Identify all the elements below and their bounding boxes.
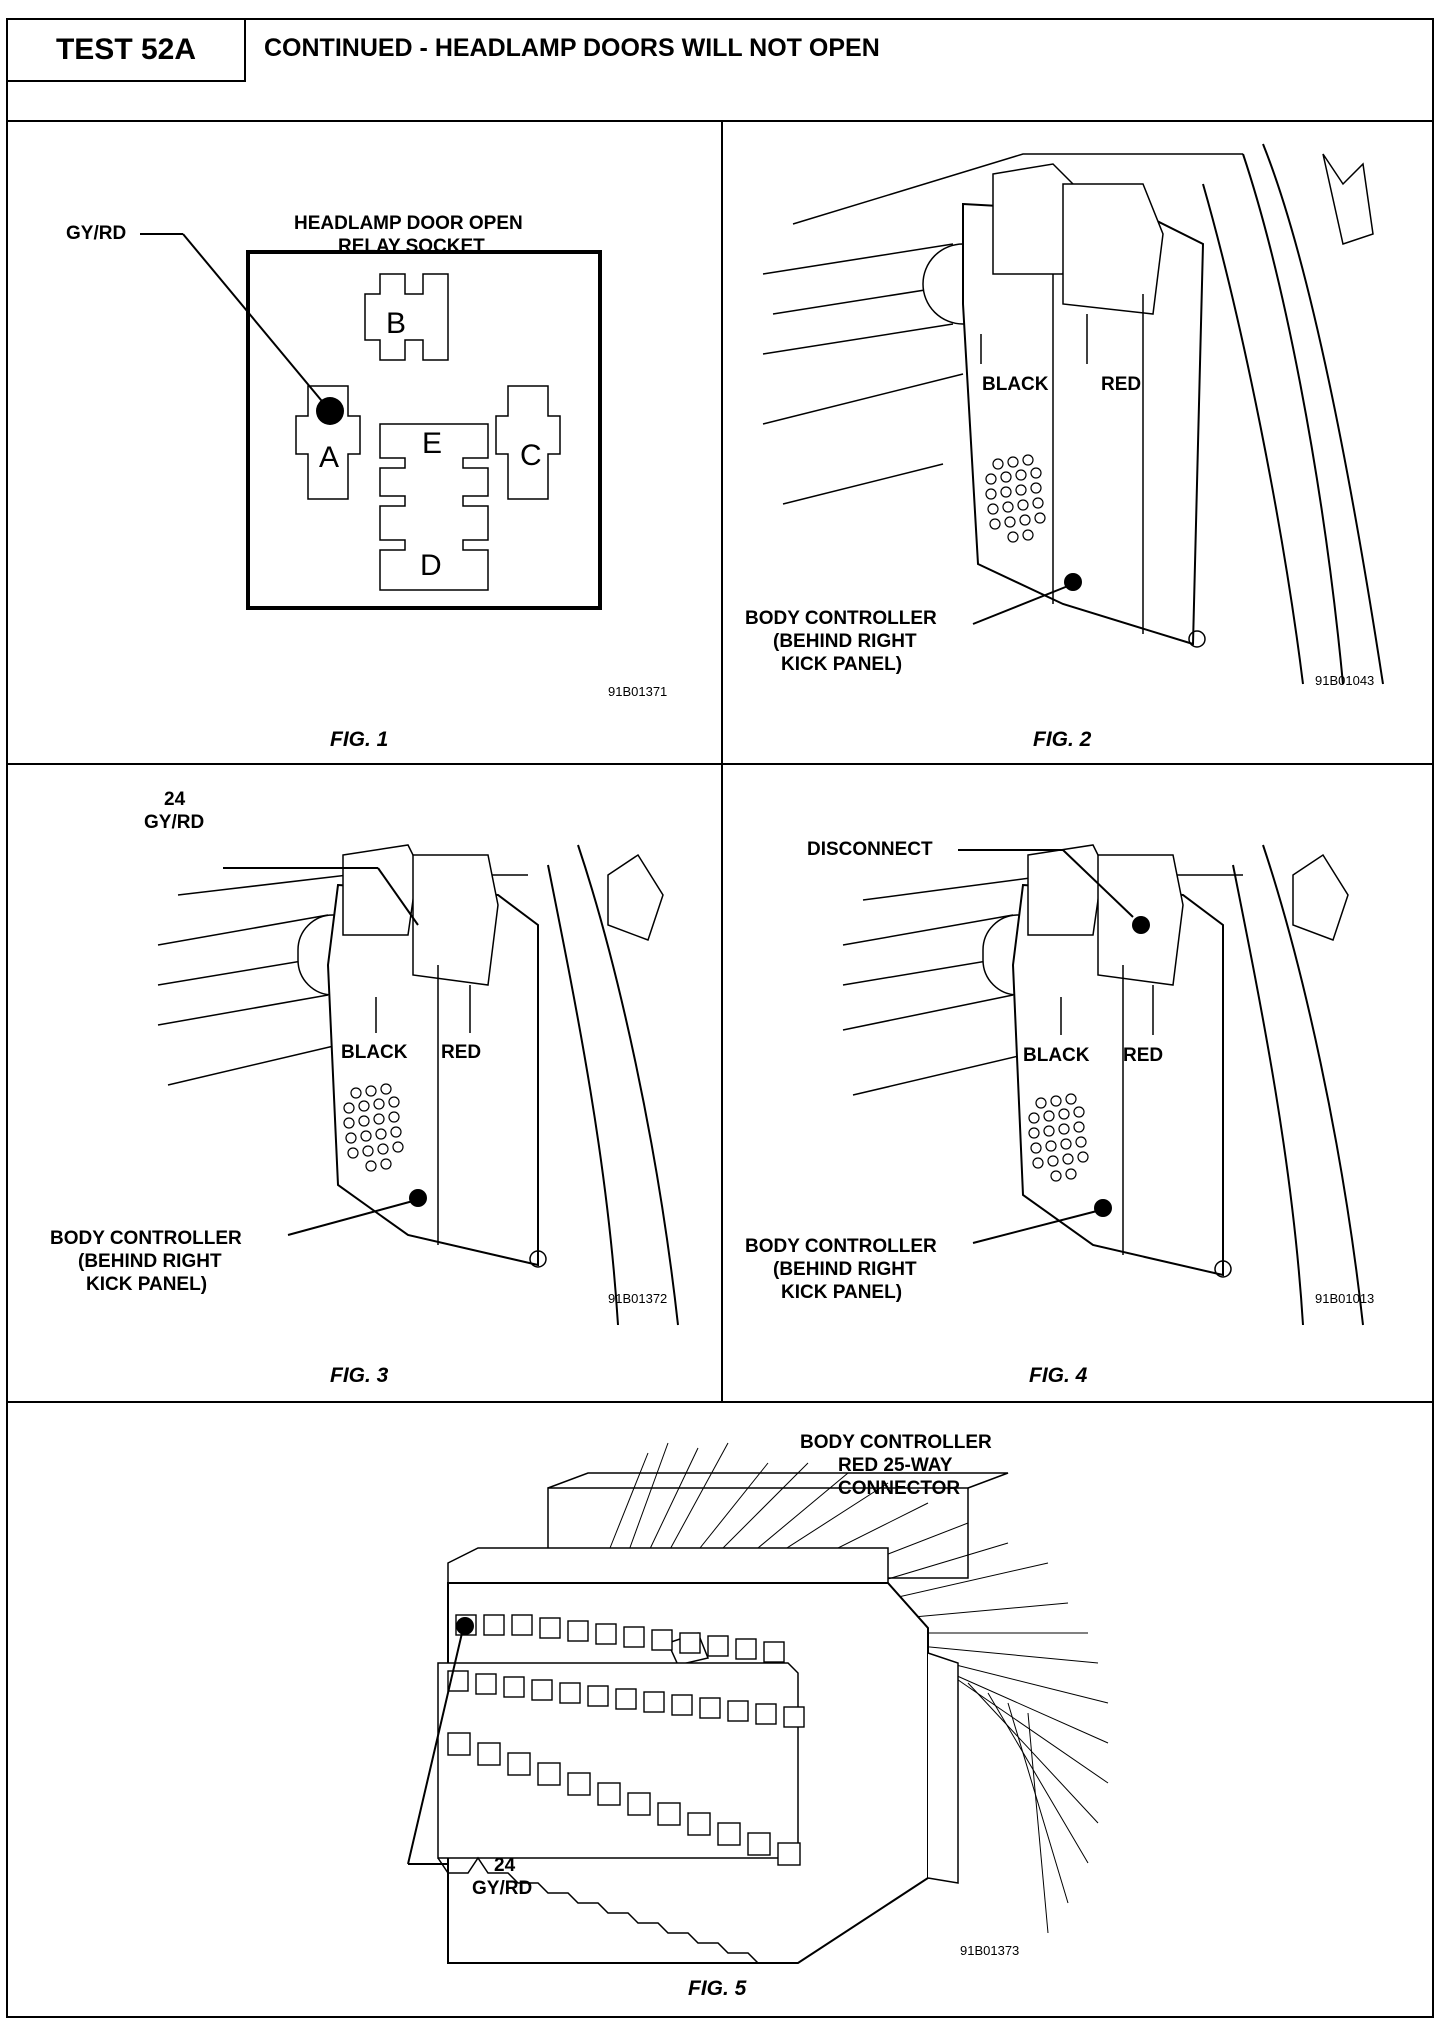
red-connector-label: RED: [1123, 1045, 1164, 1066]
connector-title-line1: BODY CONTROLLER: [800, 1432, 992, 1453]
fig3-caption: FIG. 3: [330, 1364, 389, 1387]
body-controller-line3: KICK PANEL): [86, 1274, 208, 1295]
fig5-code: 91B01373: [960, 1943, 1020, 1958]
fig3-panel: 24 GY/RD BLACK RED BODY CONTROLLER (BEHI…: [8, 765, 721, 1401]
red-connector-label: RED: [1101, 374, 1142, 395]
terminal-a-label: A: [319, 441, 340, 474]
vertical-divider-top: [721, 122, 723, 1402]
relay-socket-drawing: [140, 233, 602, 610]
fig4-code: 91B01013: [1315, 1291, 1375, 1306]
black-connector-label: BLACK: [1023, 1045, 1090, 1066]
body-controller-drawing: [762, 143, 1384, 685]
connector-title-line2: RED 25-WAY: [838, 1455, 953, 1476]
body-controller-drawing: [842, 844, 1364, 1326]
fig5-panel: BODY CONTROLLER RED 25-WAY CONNECTOR 24 …: [8, 1403, 1436, 2018]
gy-rd-label: GY/RD: [66, 223, 127, 244]
page-title: CONTINUED - HEADLAMP DOORS WILL NOT OPEN: [264, 34, 880, 62]
pin-24-label: 24: [494, 1855, 516, 1876]
body-controller-line1: BODY CONTROLLER: [745, 1236, 937, 1257]
socket-title-line2: RELAY SOCKET: [338, 236, 485, 257]
terminal-e-label: E: [422, 427, 443, 460]
fig2-panel: BLACK RED BODY CONTROLLER (BEHIND RIGHT …: [723, 124, 1436, 763]
test-id-box: TEST 52A: [8, 20, 246, 82]
body-controller-line2: (BEHIND RIGHT: [773, 631, 917, 652]
fig2-caption: FIG. 2: [1033, 728, 1092, 751]
horizontal-divider-2: [8, 1401, 1432, 1403]
body-controller-drawing: [157, 844, 679, 1326]
body-controller-line3: KICK PANEL): [781, 1282, 903, 1303]
gy-rd-label: GY/RD: [144, 812, 205, 833]
body-controller-line2: (BEHIND RIGHT: [773, 1259, 917, 1280]
disconnect-label: DISCONNECT: [807, 839, 933, 860]
terminal-c-label: C: [520, 439, 542, 472]
pin-24-label: 24: [164, 789, 186, 810]
fig5-caption: FIG. 5: [688, 1977, 747, 2000]
fig4-caption: FIG. 4: [1029, 1364, 1088, 1387]
horizontal-divider-1: [8, 763, 1432, 765]
gy-rd-label: GY/RD: [472, 1878, 533, 1899]
socket-title-line1: HEADLAMP DOOR OPEN: [294, 213, 523, 234]
body-controller-line3: KICK PANEL): [781, 654, 903, 675]
body-controller-line2: (BEHIND RIGHT: [78, 1251, 222, 1272]
body-controller-line1: BODY CONTROLLER: [745, 608, 937, 629]
fig1-caption: FIG. 1: [330, 728, 389, 751]
fig1-code: 91B01371: [608, 684, 668, 699]
page-header: TEST 52A CONTINUED - HEADLAMP DOORS WILL…: [8, 20, 1432, 122]
terminal-b-label: B: [386, 307, 407, 340]
diagram-sheet: TEST 52A CONTINUED - HEADLAMP DOORS WILL…: [6, 18, 1434, 2018]
red-connector-label: RED: [441, 1042, 482, 1063]
fig3-code: 91B01372: [608, 1291, 668, 1306]
fig1-panel: HEADLAMP DOOR OPEN RELAY SOCKET GY/RD A …: [8, 124, 721, 763]
black-connector-label: BLACK: [341, 1042, 408, 1063]
body-controller-line1: BODY CONTROLLER: [50, 1228, 242, 1249]
black-connector-label: BLACK: [982, 374, 1049, 395]
terminal-d-label: D: [420, 549, 442, 582]
red-25-way-connector-drawing: [407, 1442, 1109, 1964]
fig2-code: 91B01043: [1315, 673, 1375, 688]
connector-title-line3: CONNECTOR: [838, 1478, 961, 1499]
fig4-panel: DISCONNECT BLACK RED BODY CONTROLLER (BE…: [723, 765, 1436, 1401]
